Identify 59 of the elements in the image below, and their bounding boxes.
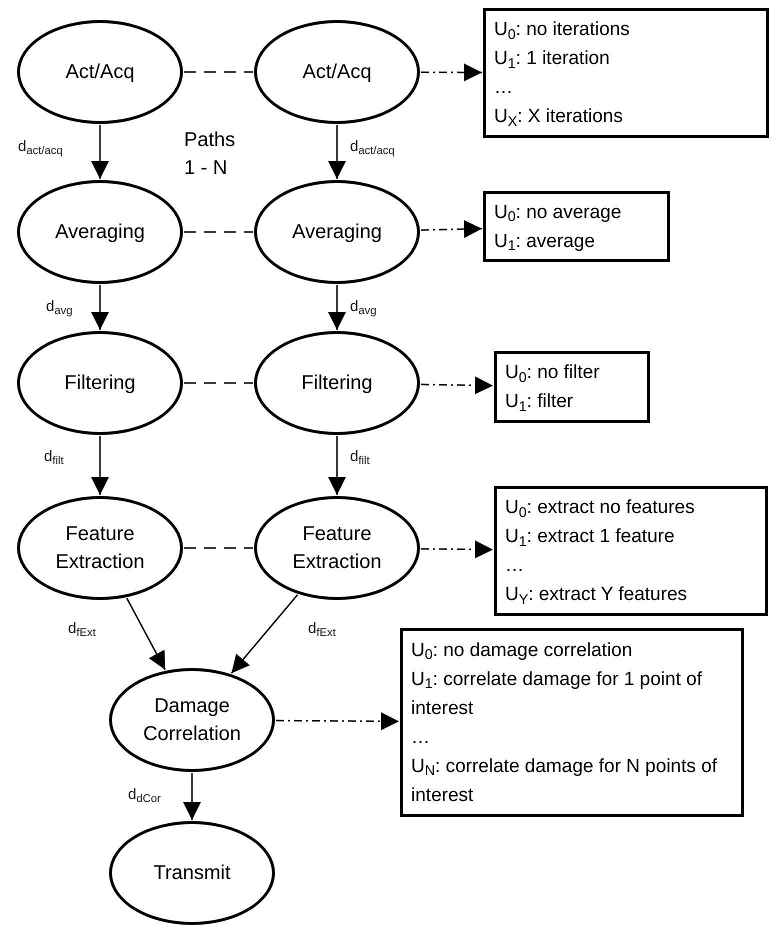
edge-label: d$_{dCor}$ <box>128 786 161 804</box>
options-box <box>483 191 670 262</box>
options-box <box>400 628 744 817</box>
dashed-line <box>184 547 253 549</box>
arrow <box>328 436 346 495</box>
edge-label: d$_{act/acq}$ <box>18 138 63 156</box>
note-text: Paths 1 - N <box>184 128 236 181</box>
options-box <box>494 486 768 616</box>
dash-dot-arrow <box>420 220 482 238</box>
dash-dot-arrow <box>420 540 493 558</box>
option-text: U$_{N}$: correlate damage for N points of interest <box>411 754 718 808</box>
arrow <box>328 125 346 179</box>
dash-dot-arrow <box>420 376 494 394</box>
option-text: U$_{1}$: filter <box>505 390 574 416</box>
options-box <box>494 351 650 423</box>
option-text: U$_{1}$: extract 1 feature <box>505 525 676 551</box>
dashed-line <box>184 382 253 384</box>
process-label: Feature Extraction <box>54 522 146 575</box>
option-text: … <box>411 726 431 750</box>
process-label: Act/Acq <box>64 60 136 85</box>
edge-label: d$_{act/acq}$ <box>350 138 395 156</box>
arrow <box>91 436 109 495</box>
arrow <box>91 125 109 179</box>
process-label: Averaging <box>54 220 146 245</box>
process-label: Averaging <box>291 220 383 245</box>
dashed-line <box>184 71 253 73</box>
dashed-line <box>184 231 253 233</box>
arrow <box>126 598 166 670</box>
option-text: U$_{0}$: no damage correlation <box>411 638 634 664</box>
arrow <box>91 285 109 330</box>
option-text: U$_{1}$: average <box>494 230 596 256</box>
dash-dot-arrow <box>276 712 399 730</box>
process-label: Damage Correlation <box>142 694 242 747</box>
option-text: U$_{0}$: no iterations <box>494 18 631 44</box>
edge-label: d$_{filt}$ <box>350 448 370 466</box>
options-box <box>483 8 769 138</box>
edge-label: d$_{filt}$ <box>44 448 64 466</box>
option-text: U$_{1}$: 1 iteration <box>494 47 611 73</box>
option-text: U$_{X}$: X iterations <box>494 105 624 131</box>
edge-label: d$_{fExt}$ <box>68 620 96 638</box>
process-label: Transmit <box>152 861 232 886</box>
edge-label: d$_{fExt}$ <box>308 620 336 638</box>
process-label: Filtering <box>300 371 374 396</box>
dash-dot-arrow <box>421 63 482 82</box>
arrow <box>328 285 346 330</box>
option-text: … <box>494 76 514 100</box>
edge-label: d$_{avg}$ <box>350 298 376 316</box>
process-label: Act/Acq <box>302 60 372 85</box>
option-text: U$_{0}$: no average <box>494 200 622 226</box>
process-label: Feature Extraction <box>292 522 382 575</box>
option-text: U$_{Y}$: extract Y features <box>505 583 688 609</box>
option-text: U$_{0}$: extract no features <box>505 496 696 522</box>
option-text: … <box>505 554 525 578</box>
option-text: U$_{1}$: correlate damage for 1 point of interest <box>411 668 703 720</box>
arrow <box>230 594 298 674</box>
process-label: Filtering <box>63 371 137 396</box>
edge-label: d$_{avg}$ <box>46 298 72 316</box>
option-text: U$_{0}$: no filter <box>505 361 601 387</box>
arrow <box>183 773 201 820</box>
